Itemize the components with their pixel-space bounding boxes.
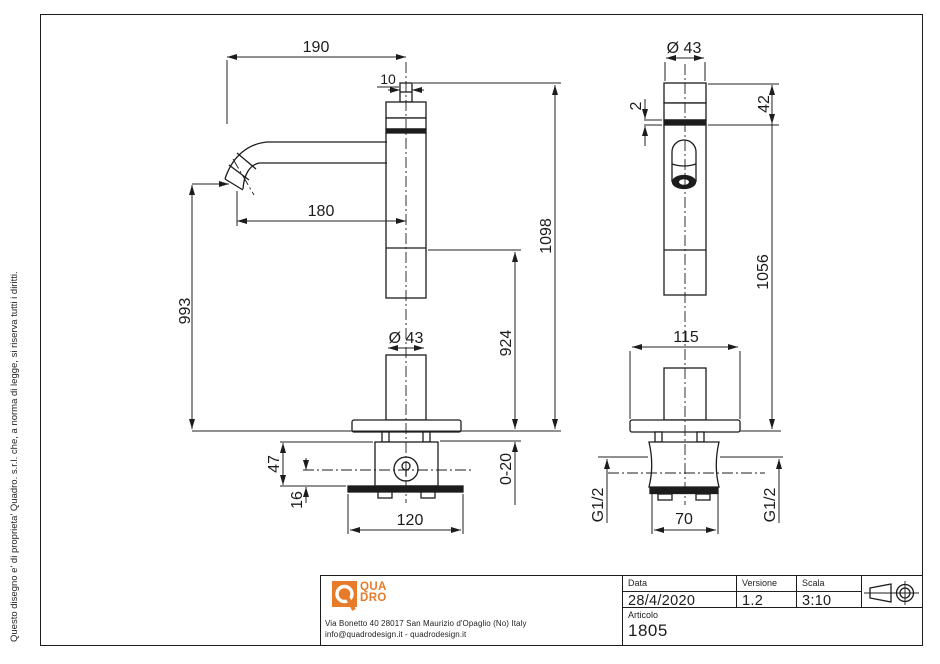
dim-label-924: 924 [498, 330, 515, 357]
dimension-lines [189, 54, 783, 534]
first-angle-projection-icon [864, 580, 919, 605]
field-data: Data 28/4/2020 [623, 576, 737, 609]
company-contacts: info@quadrodesign.it - quadrodesign.it [325, 630, 467, 639]
title-block: QUA DRO Via Bonetto 40 28017 San Maurizi… [320, 575, 923, 646]
dim-label-1056: 1056 [755, 254, 772, 290]
side-spout [671, 139, 697, 190]
field-versione-label: Versione [737, 576, 796, 592]
field-scala-label: Scala [797, 576, 861, 592]
brand-line1: QUA [360, 581, 387, 593]
brand-line2: DRO [360, 591, 387, 604]
front-flange [351, 419, 462, 433]
dim-label-120: 120 [397, 512, 424, 529]
side-view [629, 82, 741, 501]
front-spout [224, 141, 387, 191]
dim-label-10: 10 [380, 71, 396, 87]
dim-label-190: 190 [303, 39, 330, 56]
side-valve-body [648, 441, 720, 488]
brand-wordmark: QUA DRO [360, 582, 387, 603]
dim-label-16: 16 [289, 491, 306, 509]
centerlines [232, 62, 765, 505]
company-address: Via Bonetto 40 28017 San Maurizio d'Opag… [325, 619, 527, 628]
dim-label-115: 115 [673, 329, 699, 346]
dim-label-g12-left: G1/2 [590, 488, 607, 523]
field-scala-value: 3:10 [802, 593, 832, 609]
dim-label-2: 2 [628, 101, 645, 110]
title-block-fields: Data 28/4/2020 Versione 1.2 Scala 3:10 [623, 576, 922, 645]
dim-label-180: 180 [308, 203, 335, 220]
front-view [224, 82, 464, 499]
front-base-plate [347, 485, 464, 493]
dim-label-993: 993 [177, 298, 194, 325]
side-base-plate [649, 487, 719, 495]
field-articolo-value: 1805 [628, 621, 668, 640]
field-data-value: 28/4/2020 [628, 593, 696, 609]
dim-label-42: 42 [756, 95, 773, 113]
dim-label-70: 70 [675, 511, 693, 528]
field-scala: Scala 3:10 [797, 576, 862, 609]
quadro-logo-icon [332, 581, 357, 611]
field-versione-value: 1.2 [742, 593, 764, 609]
field-articolo-label: Articolo [628, 610, 659, 620]
dim-label-g12-right: G1/2 [762, 488, 779, 523]
dim-label-dia43-side: Ø 43 [667, 40, 702, 57]
field-articolo: Articolo 1805 [623, 608, 922, 645]
field-versione: Versione 1.2 [737, 576, 797, 609]
field-data-label: Data [623, 576, 736, 592]
company-cell: QUA DRO Via Bonetto 40 28017 San Maurizi… [321, 576, 623, 645]
dim-label-1098: 1098 [538, 218, 555, 254]
dimension-labels: 190 10 180 993 1098 924 Ø 43 0-20 47 16 … [177, 39, 779, 529]
dim-label-dia43-front: Ø 43 [389, 330, 424, 347]
projection-symbol-cell [862, 576, 922, 607]
dim-label-0-20: 0-20 [498, 453, 515, 485]
dim-label-47: 47 [266, 455, 283, 473]
